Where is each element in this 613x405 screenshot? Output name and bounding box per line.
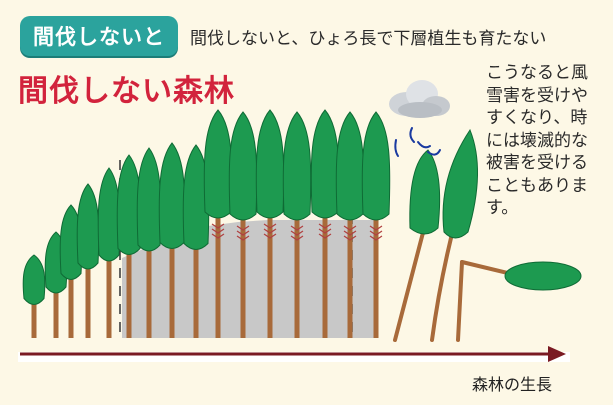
leaning-tree	[393, 149, 441, 342]
rain-strokes-icon	[394, 127, 441, 157]
storm-damage-note: こうなると風 雪害を受けや すくなり、時 には壊滅的な 被害を受ける こともあり…	[486, 63, 588, 218]
tree-15	[335, 111, 365, 338]
tree-7	[136, 147, 162, 338]
tree-8	[158, 142, 186, 338]
tree-11	[228, 111, 258, 338]
tree-16	[361, 111, 391, 338]
title-badge: 間伐しないと	[20, 16, 178, 56]
fallen-tree	[456, 260, 582, 342]
subtitle: 間伐しないと、ひょろ長で下層植生も育たない	[190, 29, 547, 49]
tree-4	[76, 183, 100, 338]
dark-understory-zone	[122, 220, 378, 338]
bending-tree	[430, 128, 479, 342]
main-title: 間伐しない森林	[18, 74, 235, 109]
tree-13	[282, 111, 312, 338]
axis-label: 森林の生長	[472, 375, 553, 394]
tree-12	[255, 109, 285, 338]
tree-1	[22, 254, 46, 338]
tree-14	[310, 109, 340, 338]
tree-10	[203, 109, 233, 338]
badge-label: 間伐しないと	[33, 25, 165, 49]
growth-axis-arrowhead	[548, 346, 566, 362]
ground-band	[18, 352, 570, 362]
storm-cloud-icon	[389, 80, 450, 118]
tree-5	[97, 167, 121, 338]
tree-group	[22, 109, 391, 338]
